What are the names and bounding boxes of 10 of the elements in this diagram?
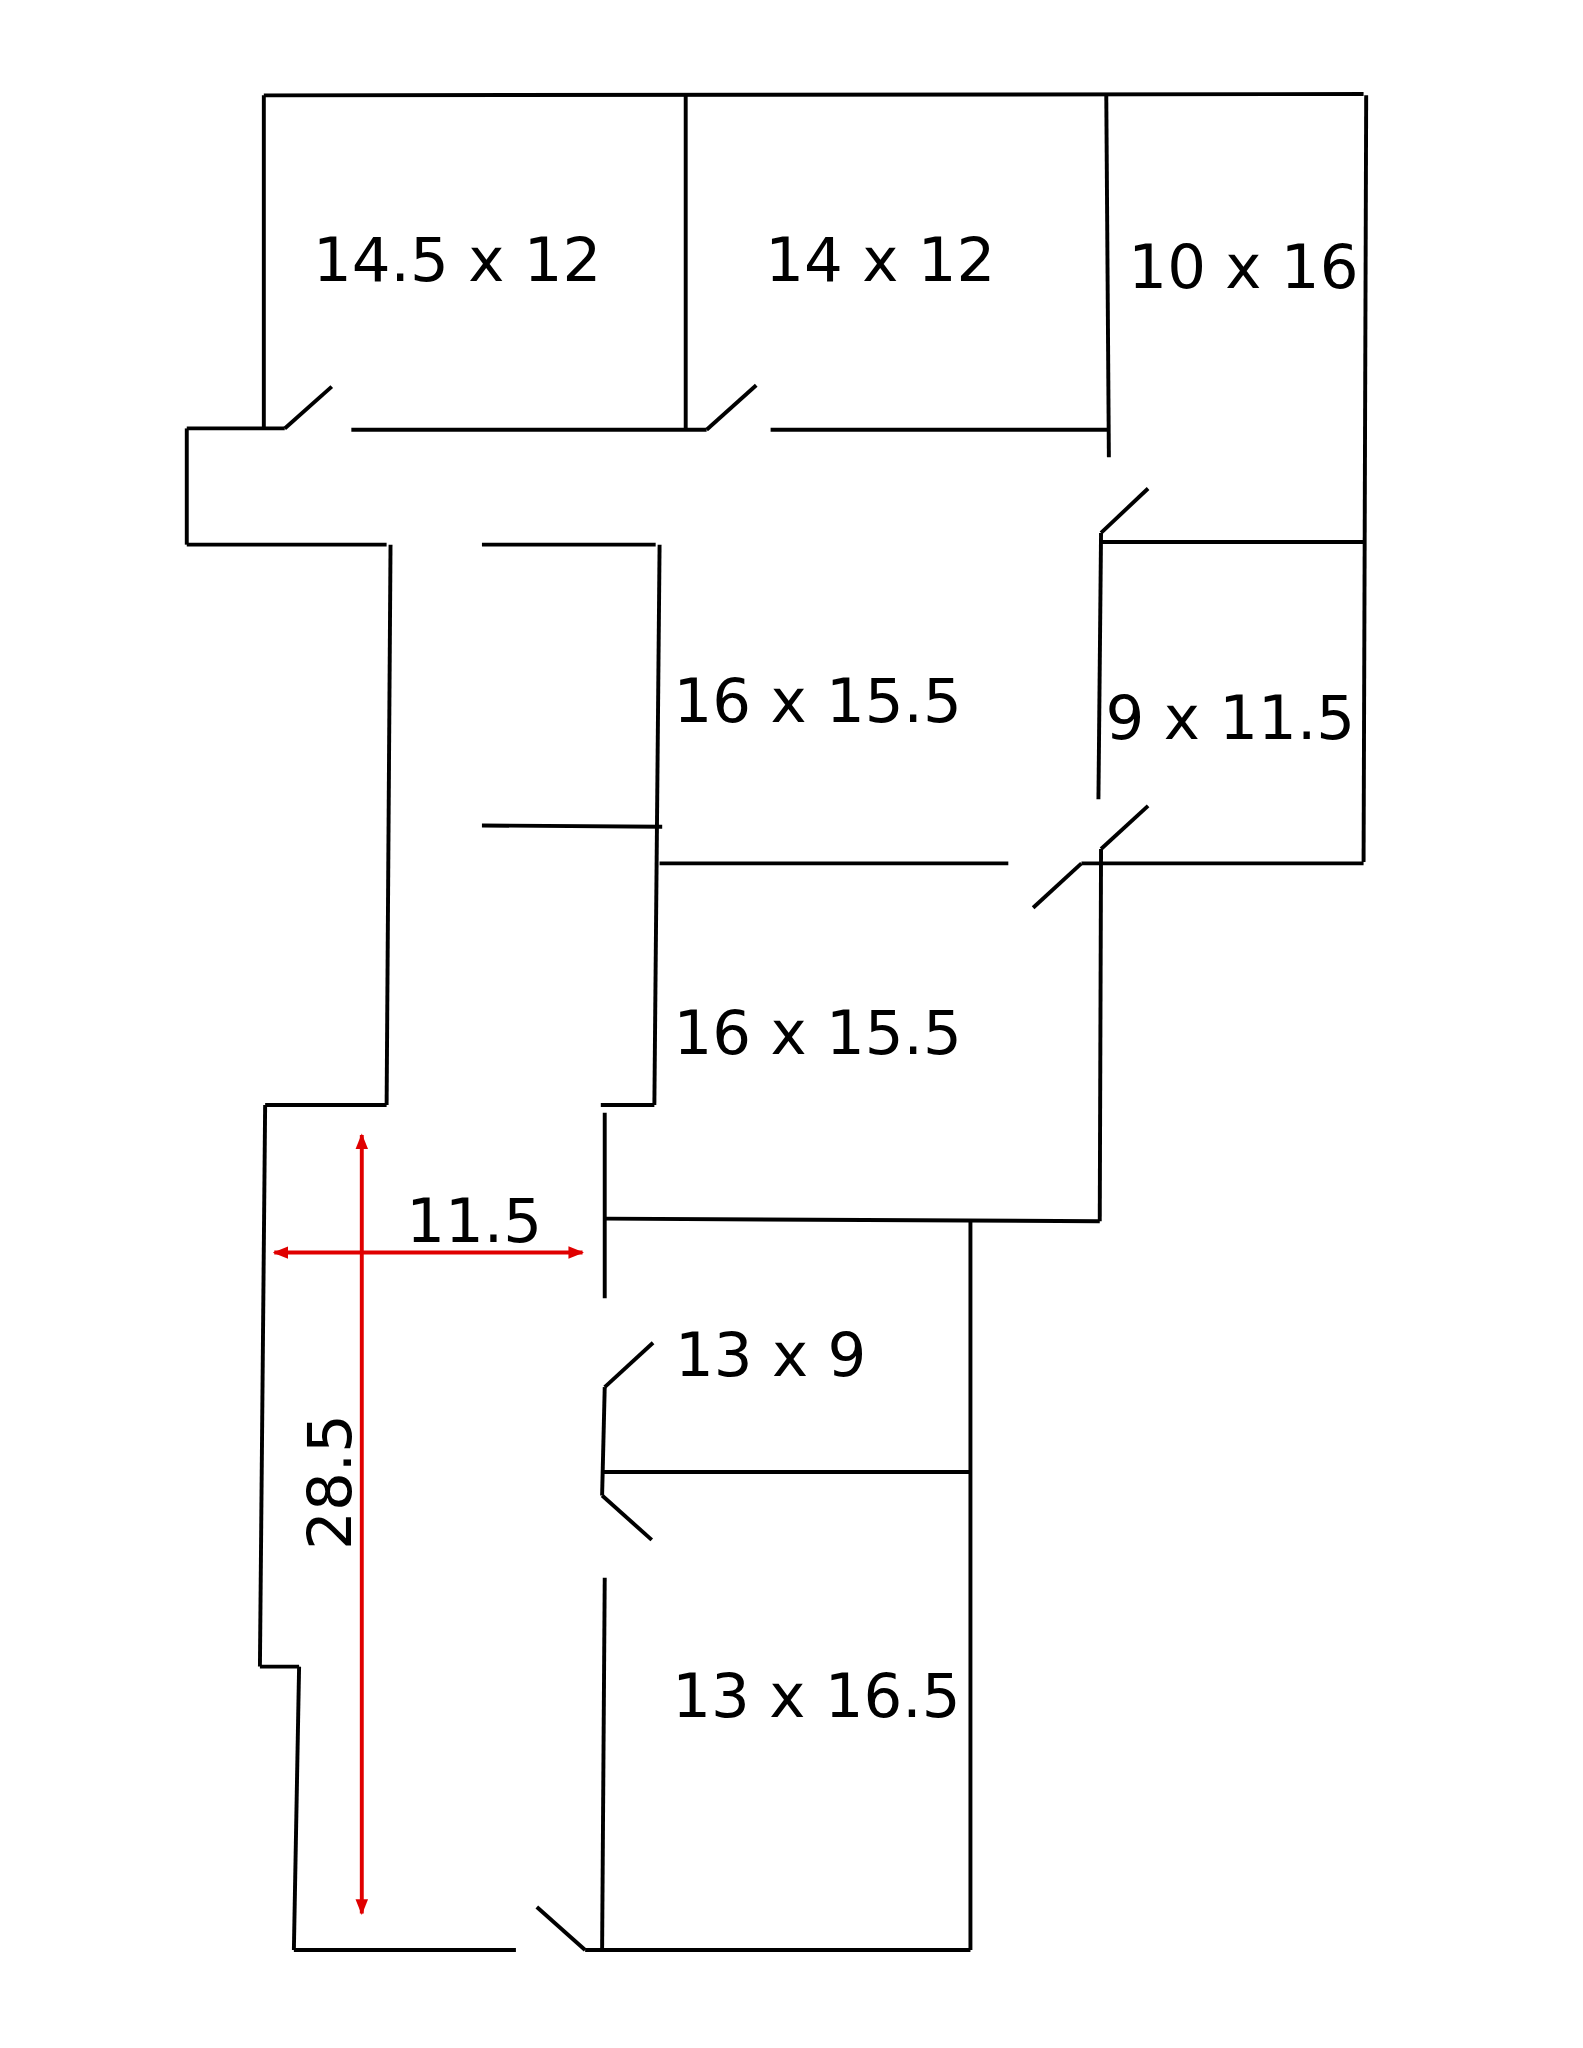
room-dimension-label: 14.5 x 12 bbox=[312, 228, 602, 290]
room-dimension-label: 16 x 15.5 bbox=[673, 669, 962, 731]
room-dimension-label: 14 x 12 bbox=[765, 228, 996, 290]
room-dimension-label: 16 x 15.5 bbox=[673, 1001, 962, 1063]
dimension-label: 28.5 bbox=[298, 1414, 360, 1551]
room-dimension-label: 13 x 9 bbox=[674, 1323, 867, 1385]
room-dimension-label: 10 x 16 bbox=[1128, 235, 1359, 297]
room-dimension-label: 13 x 16.5 bbox=[672, 1664, 961, 1726]
dimension-label: 11.5 bbox=[406, 1189, 542, 1251]
room-dimension-label: 9 x 11.5 bbox=[1105, 686, 1356, 748]
